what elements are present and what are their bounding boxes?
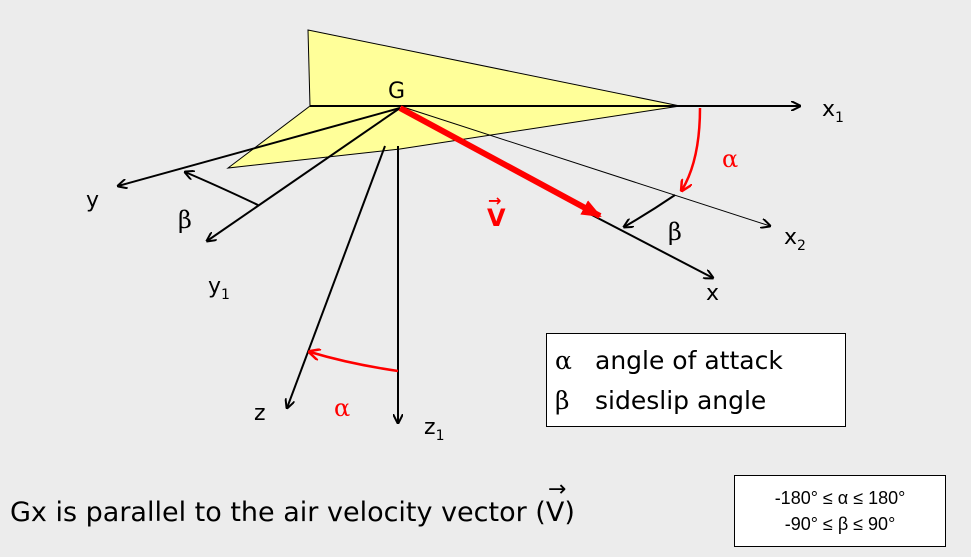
x-label: x <box>706 281 719 306</box>
beta-range: -90° ≤ β ≤ 90° <box>784 514 896 534</box>
alpha-arc-bottom <box>310 352 399 373</box>
y-axis <box>118 107 401 186</box>
legend-box: α angle of attack β sideslip angle <box>546 333 846 427</box>
caption-vector-arrow: → <box>547 477 567 502</box>
x-axis <box>589 213 713 278</box>
legend-row-alpha: α angle of attack <box>555 340 837 380</box>
z1-label: z1 <box>424 415 444 444</box>
velocity-label: V <box>487 204 506 232</box>
beta-arc-right <box>624 194 676 227</box>
caption-vector-symbol: →V <box>545 477 566 528</box>
y-label: y <box>86 188 99 213</box>
x2-axis <box>399 105 770 226</box>
alpha-label-bottom: α <box>334 394 350 422</box>
alpha-label-top: α <box>722 145 738 173</box>
z-axis <box>287 145 386 408</box>
z-label: z <box>254 401 266 426</box>
wing-shape <box>226 29 681 169</box>
alpha-range: -180° ≤ α ≤ 180° <box>774 488 906 508</box>
caption: Gx is parallel to the air velocity vecto… <box>10 477 575 528</box>
legend-alpha-text: angle of attack <box>595 345 783 375</box>
beta-label-right: β <box>668 218 682 246</box>
legend-row-beta: β sideslip angle <box>555 380 837 420</box>
beta-arc-left <box>185 172 259 206</box>
y1-label: y1 <box>208 274 230 303</box>
y1-axis <box>207 107 401 241</box>
x2-label: x2 <box>784 225 806 254</box>
caption-close: ) <box>564 497 575 528</box>
angle-range-box: -180° ≤ α ≤ 180° -90° ≤ β ≤ 90° <box>734 475 946 547</box>
legend-beta-symbol: β <box>555 385 570 415</box>
velocity-arrow-glyph: → <box>488 191 501 210</box>
legend-beta-text: sideslip angle <box>595 385 767 415</box>
caption-vector-letter: V <box>545 497 565 528</box>
x1-label: x1 <box>822 97 844 126</box>
beta-label-left: β <box>178 206 192 234</box>
legend-alpha-symbol: α <box>555 345 572 375</box>
alpha-arc-top <box>682 107 702 190</box>
caption-text: Gx is parallel to the air velocity vecto… <box>10 497 546 528</box>
origin-label: G <box>388 79 405 104</box>
velocity-vector <box>398 105 602 219</box>
